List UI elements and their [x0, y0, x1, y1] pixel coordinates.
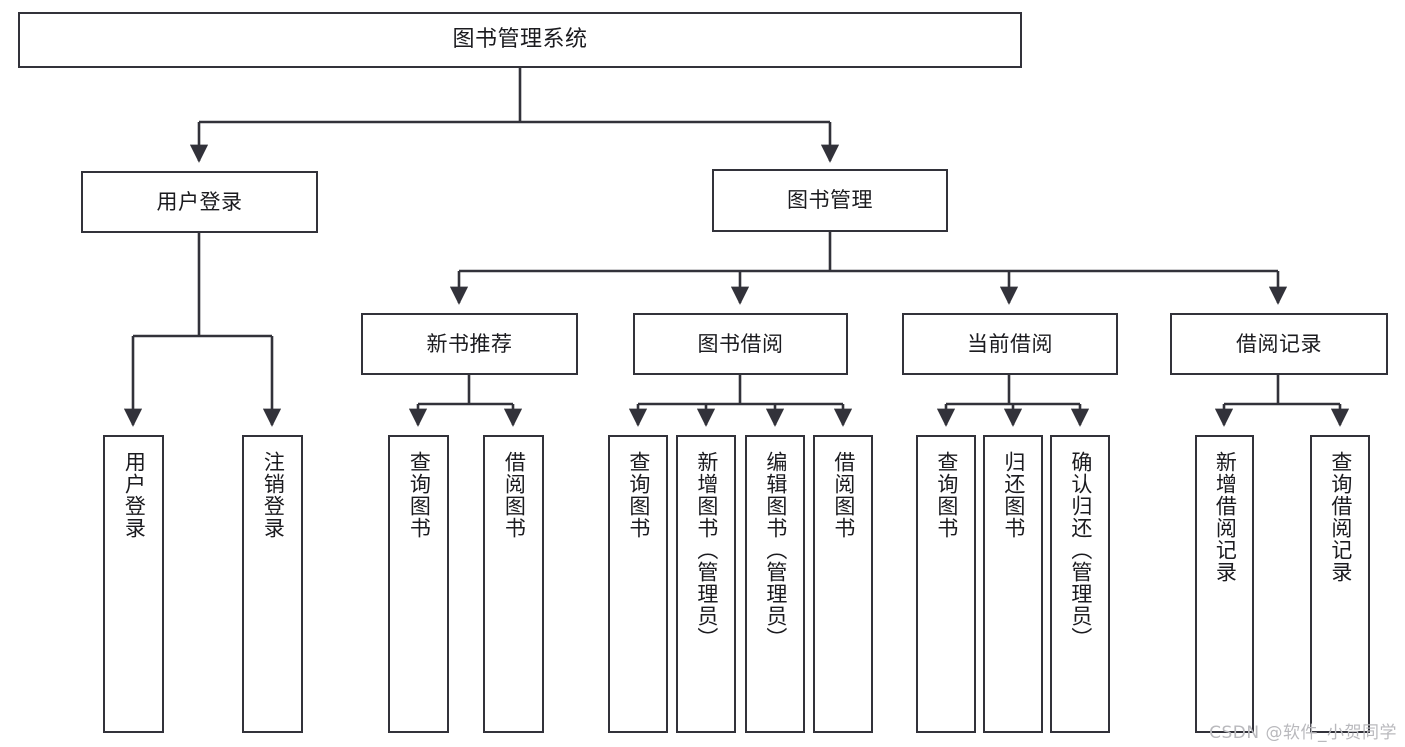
node-user-login-label: 用户登录 [156, 189, 243, 214]
node-book-borrow[interactable]: 图书借阅 [633, 313, 848, 375]
node-leaf-query-book-3[interactable]: 查询图书 [916, 435, 976, 733]
node-leaf-borrow-book-2[interactable]: 借阅图书 [813, 435, 873, 733]
node-leaf-borrow-book-1[interactable]: 借阅图书 [483, 435, 544, 733]
node-leaf-add-book-label: 新增图书（管理员） [694, 451, 719, 649]
node-borrow-record-label: 借阅记录 [1236, 331, 1322, 356]
node-leaf-borrow-book-2-label: 借阅图书 [831, 451, 856, 539]
node-current-borrow-label: 当前借阅 [967, 331, 1053, 356]
node-leaf-user-login-label: 用户登录 [122, 451, 147, 539]
node-leaf-logout[interactable]: 注销登录 [242, 435, 303, 733]
node-leaf-confirm-return[interactable]: 确认归还（管理员） [1050, 435, 1110, 733]
node-leaf-logout-label: 注销登录 [261, 451, 286, 539]
node-book-borrow-label: 图书借阅 [697, 331, 784, 356]
node-root-label: 图书管理系统 [452, 27, 588, 53]
node-current-borrow[interactable]: 当前借阅 [902, 313, 1118, 375]
node-leaf-query-book-3-label: 查询图书 [934, 451, 959, 539]
node-leaf-query-record[interactable]: 查询借阅记录 [1310, 435, 1370, 733]
node-leaf-borrow-book-1-label: 借阅图书 [502, 451, 527, 539]
node-leaf-add-book[interactable]: 新增图书（管理员） [676, 435, 736, 733]
node-leaf-edit-book[interactable]: 编辑图书（管理员） [745, 435, 805, 733]
node-user-login[interactable]: 用户登录 [81, 171, 318, 233]
node-borrow-record[interactable]: 借阅记录 [1170, 313, 1388, 375]
node-new-book-rec-label: 新书推荐 [426, 331, 513, 356]
node-leaf-add-record-label: 新增借阅记录 [1213, 451, 1238, 583]
node-root[interactable]: 图书管理系统 [18, 12, 1022, 68]
node-book-manage[interactable]: 图书管理 [712, 169, 948, 232]
node-leaf-return-book-label: 归还图书 [1001, 451, 1026, 539]
node-leaf-confirm-return-label: 确认归还（管理员） [1068, 451, 1093, 649]
node-leaf-query-book-1-label: 查询图书 [407, 451, 432, 539]
node-leaf-edit-book-label: 编辑图书（管理员） [763, 451, 788, 649]
watermark-text: CSDN @软件_小贺同学 [1209, 723, 1397, 743]
node-leaf-query-book-2[interactable]: 查询图书 [608, 435, 668, 733]
node-leaf-query-book-1[interactable]: 查询图书 [388, 435, 449, 733]
node-leaf-return-book[interactable]: 归还图书 [983, 435, 1043, 733]
node-book-manage-label: 图书管理 [787, 188, 873, 213]
node-new-book-rec[interactable]: 新书推荐 [361, 313, 578, 375]
node-leaf-query-record-label: 查询借阅记录 [1328, 451, 1353, 583]
node-leaf-user-login[interactable]: 用户登录 [103, 435, 164, 733]
node-leaf-add-record[interactable]: 新增借阅记录 [1195, 435, 1254, 733]
node-leaf-query-book-2-label: 查询图书 [626, 451, 651, 539]
